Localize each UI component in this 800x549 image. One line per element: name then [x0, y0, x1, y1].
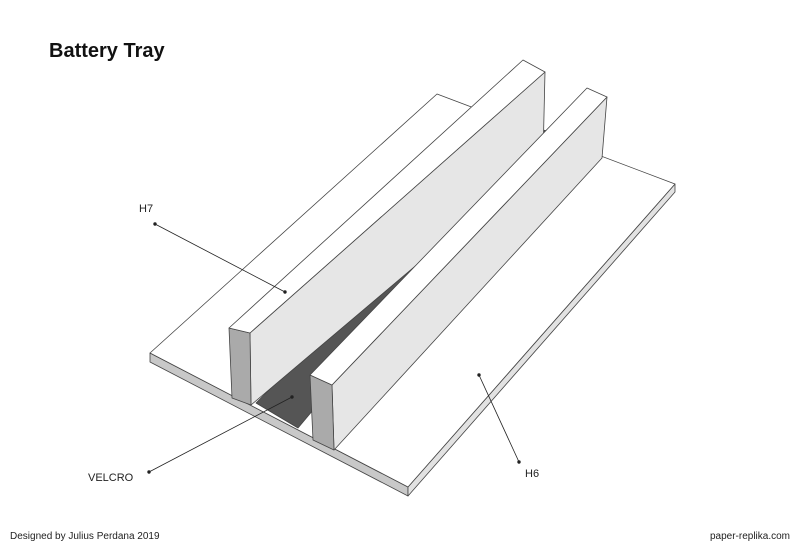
velcro-target-dot [290, 395, 294, 399]
designer-credit: Designed by Julius Perdana 2019 [10, 531, 160, 542]
h6-leader-line [478, 374, 520, 463]
velcro-leader-dot [147, 470, 151, 474]
label-velcro: VELCRO [88, 472, 134, 484]
label-h7: H7 [139, 203, 154, 215]
h7-target-dot [283, 290, 287, 294]
wall-h7-front [228, 327, 252, 406]
label-h6: H6 [525, 468, 540, 480]
h6-target-dot [477, 373, 481, 377]
page-title: Battery Tray [49, 40, 165, 62]
wall-2-top [309, 87, 608, 386]
h7-leader-dot [153, 222, 157, 226]
velcro-leader-line [148, 396, 293, 473]
wall-h7-top [228, 59, 546, 334]
h6-leader-dot [517, 460, 521, 464]
wall-2-front [309, 374, 335, 451]
h7-leader-line [154, 223, 286, 293]
website-credit: paper-replika.com [709, 531, 790, 542]
